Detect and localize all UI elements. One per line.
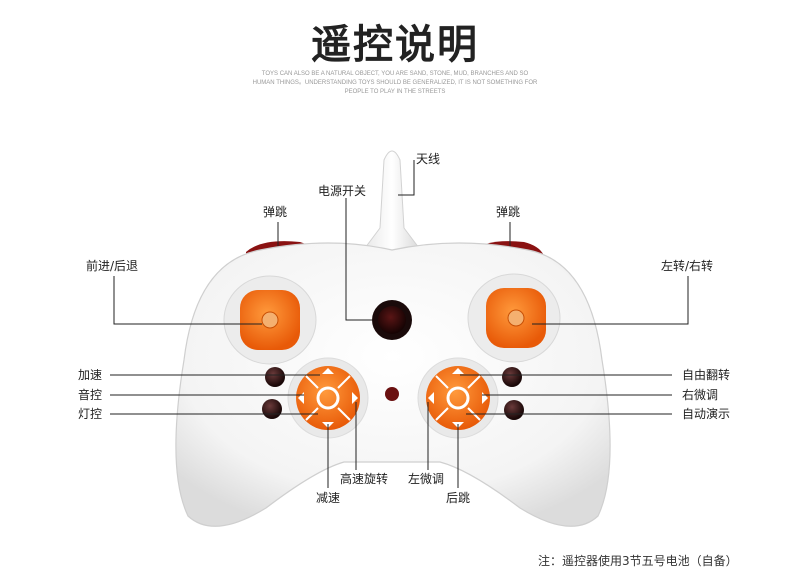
label-back-jump: 后跳 — [446, 491, 471, 505]
right-joystick-center — [507, 309, 525, 327]
label-left-trim: 左微调 — [408, 472, 445, 486]
leader-lines — [110, 160, 689, 488]
power-switch[interactable] — [378, 306, 406, 334]
right-dpad-up-arrow-icon — [452, 368, 464, 374]
label-flip: 自由翻转 — [682, 368, 731, 382]
label-power-switch: 电源开关 — [318, 184, 367, 198]
label-right-trim: 右微调 — [682, 388, 719, 402]
label-turn: 左转/右转 — [661, 259, 714, 273]
left-joystick-center — [261, 311, 279, 329]
indicator-light — [385, 387, 399, 401]
right-dpad[interactable] — [426, 366, 490, 430]
battery-note: 注：遥控器使用3节五号电池（自备） — [538, 554, 738, 568]
label-decelerate: 减速 — [316, 491, 341, 505]
left-dpad-up-arrow-icon — [322, 368, 334, 374]
label-demo: 自动演示 — [682, 407, 731, 421]
label-forward-back: 前进/后退 — [86, 259, 139, 273]
demo-button[interactable] — [504, 400, 524, 420]
label-sound: 音控 — [78, 388, 103, 402]
antenna — [361, 150, 423, 253]
label-accelerate: 加速 — [78, 368, 103, 382]
page-subtitle: TOYS CAN ALSO BE A NATURAL OBJECT, YOU A… — [252, 71, 538, 95]
left-dpad-center — [316, 386, 340, 410]
label-high-speed-spin: 高速旋转 — [340, 472, 389, 486]
left-dpad[interactable] — [296, 366, 360, 430]
label-bounce-right: 弹跳 — [496, 205, 521, 219]
light-button[interactable] — [262, 399, 282, 419]
left-dpad-right-arrow-icon — [352, 392, 358, 404]
label-antenna: 天线 — [416, 152, 441, 166]
accelerate-button[interactable] — [265, 367, 285, 387]
label-light: 灯控 — [78, 407, 103, 421]
label-bounce-left: 弹跳 — [263, 205, 288, 219]
page-title: 遥控说明 — [311, 22, 479, 68]
flip-button[interactable] — [502, 367, 522, 387]
right-dpad-left-arrow-icon — [428, 392, 434, 404]
right-dpad-center — [446, 386, 470, 410]
